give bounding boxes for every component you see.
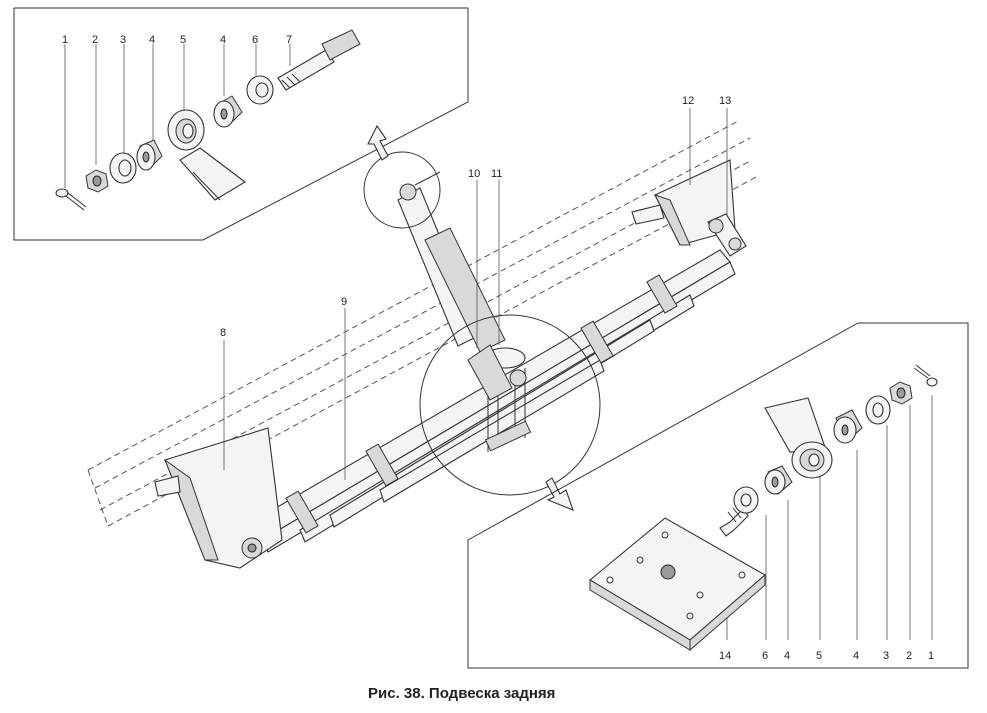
callout-13: 13 (719, 95, 731, 107)
top-inset-frame (13, 7, 469, 241)
u-bolts (467, 344, 532, 452)
castle-nut-top (85, 169, 109, 193)
shock-absorber-top (167, 109, 246, 201)
bushing-top-left (136, 139, 163, 171)
pin-bolt-top (277, 29, 361, 91)
arrow-down-icon (545, 477, 574, 511)
washer-top-6 (246, 75, 274, 105)
cotter-pin-top (55, 188, 87, 211)
lower-bracket-plate (589, 507, 766, 652)
callout-top-6: 6 (252, 34, 258, 46)
washer-bottom-3 (865, 395, 891, 425)
detail-circle-top (363, 151, 441, 229)
callout-top-5: 5 (180, 34, 186, 46)
arrow-up-icon (367, 124, 389, 161)
callout-bottom-2: 2 (906, 650, 912, 662)
callout-bottom-4b: 4 (853, 650, 859, 662)
top-inset (13, 7, 469, 241)
detail-circle-bottom (419, 314, 601, 496)
callout-10: 10 (468, 168, 480, 180)
callout-8: 8 (220, 327, 226, 339)
callout-top-4b: 4 (220, 34, 226, 46)
callout-top-4a: 4 (149, 34, 155, 46)
cotter-pin-bottom (913, 364, 938, 387)
bushing-top-right (213, 95, 243, 128)
washer-bottom-6 (733, 486, 759, 514)
main-leaders (223, 108, 728, 480)
callout-bottom-6: 6 (762, 650, 768, 662)
figure-caption: Рис. 38. Подвеска задняя (368, 685, 555, 702)
callout-11: 11 (491, 168, 502, 180)
bottom-inset-labels: 14 6 4 5 4 3 2 1 (719, 650, 934, 662)
bottom-inset-frame (467, 322, 969, 669)
castle-nut-bottom (889, 381, 913, 405)
callout-bottom-14: 14 (719, 650, 731, 662)
bushing-bottom-left (764, 465, 793, 495)
main-assembly (87, 108, 759, 569)
bushing-bottom-right (833, 409, 863, 444)
bottom-inset-leaders (726, 395, 933, 640)
callout-bottom-4a: 4 (784, 650, 790, 662)
top-inset-labels: 1 2 3 4 5 4 6 7 (62, 34, 292, 46)
leaf-spring (254, 249, 736, 553)
bottom-inset (467, 322, 969, 669)
callout-bottom-3: 3 (883, 650, 889, 662)
callout-top-7: 7 (286, 34, 292, 46)
main-labels: 8 9 10 11 12 13 (220, 95, 731, 339)
front-spring-bracket (154, 427, 283, 569)
callout-bottom-1: 1 (928, 650, 934, 662)
shock-absorber-bottom (764, 397, 833, 479)
top-inset-leaders (64, 44, 291, 188)
callout-top-3: 3 (120, 34, 126, 46)
shock-absorber-main (397, 171, 506, 353)
callout-top-2: 2 (92, 34, 98, 46)
callout-9: 9 (341, 296, 347, 308)
callout-top-1: 1 (62, 34, 68, 46)
callout-bottom-5: 5 (816, 650, 822, 662)
callout-12: 12 (682, 95, 694, 107)
washer-top (109, 152, 137, 184)
spring-shackle (707, 213, 747, 257)
